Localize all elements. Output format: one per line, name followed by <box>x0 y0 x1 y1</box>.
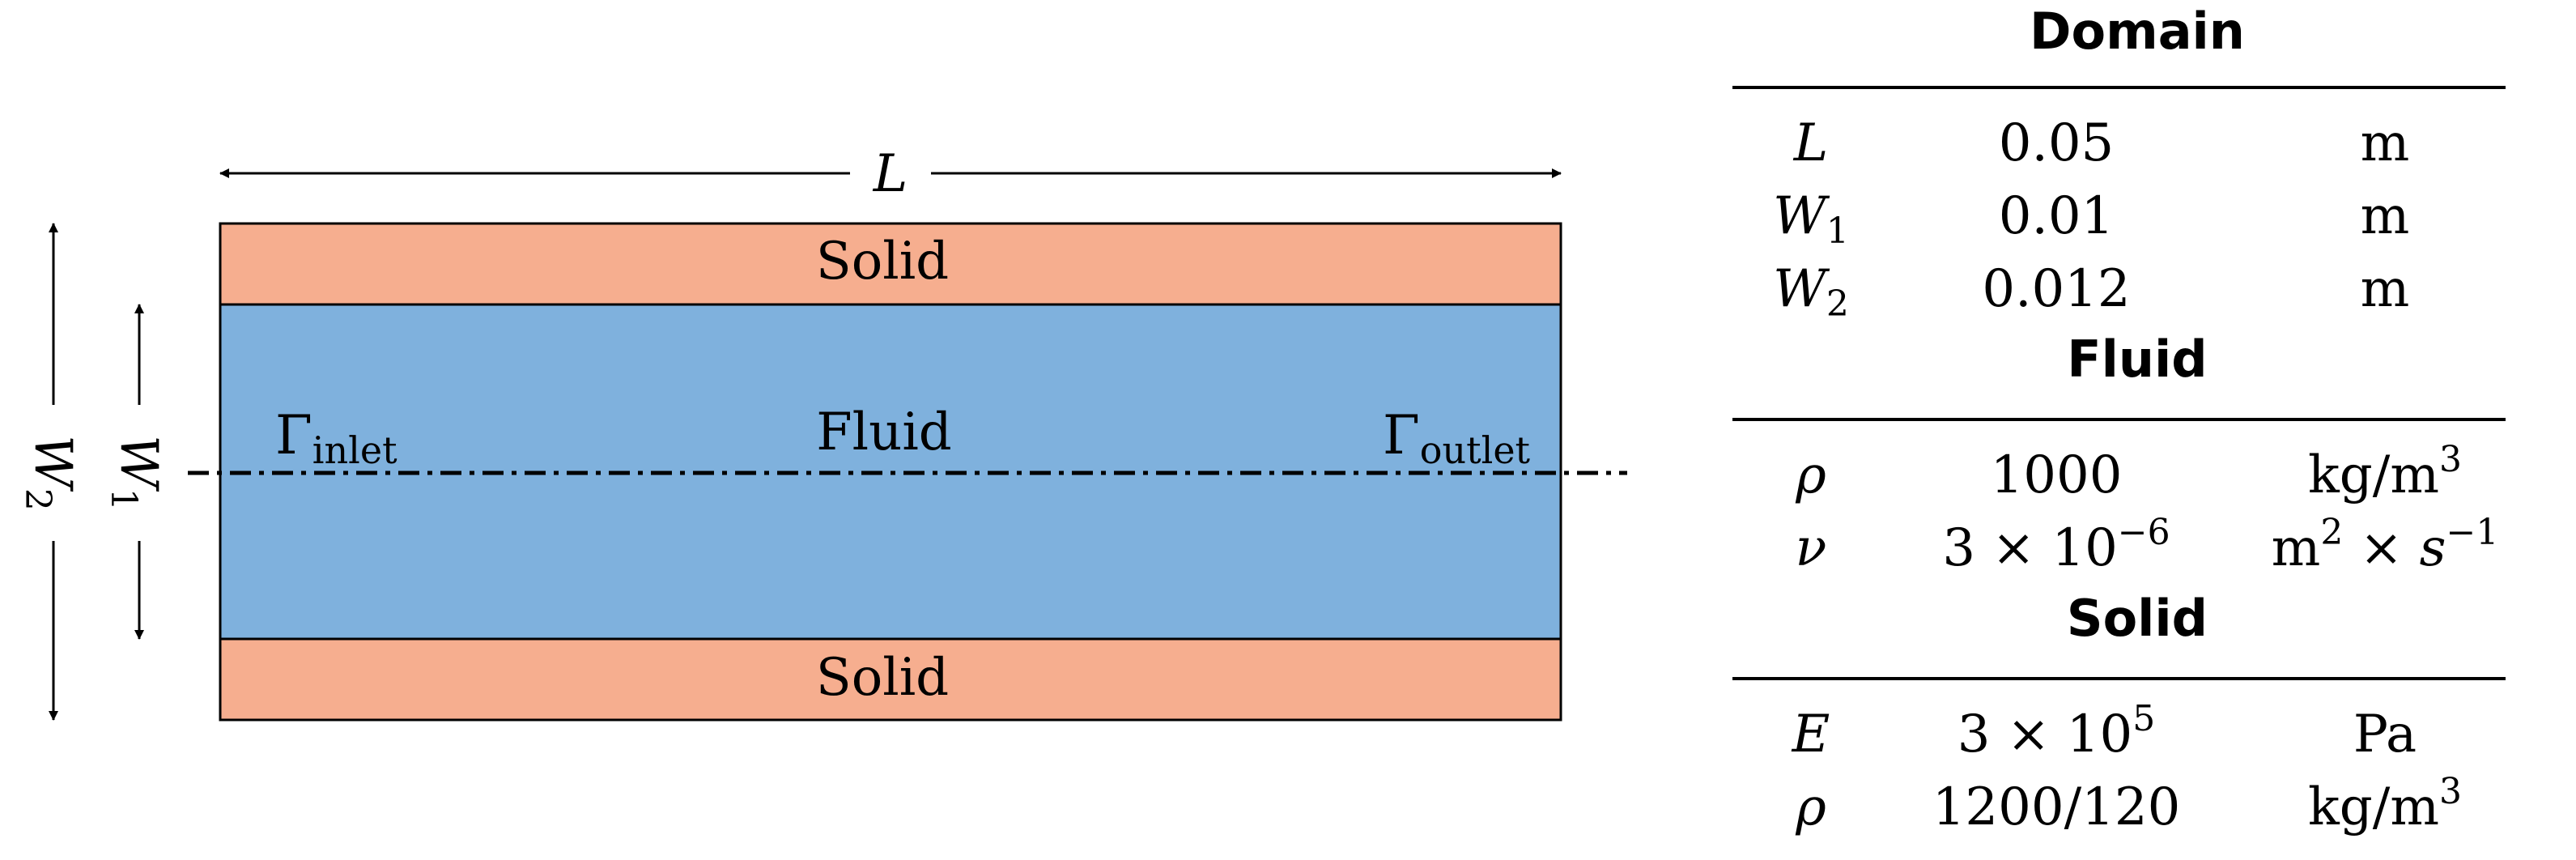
fluid-label: Fluid <box>816 402 952 462</box>
table-symbol-youngs-modulus: E <box>1792 705 1830 764</box>
table-unit-L: m <box>2361 113 2410 173</box>
table-value-W2: 0.012 <box>1982 259 2130 319</box>
table-value-youngs-modulus: 3 × 105 <box>1958 698 2155 764</box>
inlet-boundary-label: Γinlet <box>275 404 397 472</box>
bottom-solid-label: Solid <box>816 648 949 708</box>
table-value-fluid-density: 1000 <box>1991 445 2123 505</box>
table-unit-youngs-modulus: Pa <box>2353 705 2417 764</box>
table-value-W1: 0.01 <box>1999 186 2115 246</box>
table-symbol-W2: W2 <box>1773 259 1849 325</box>
table-section-title-fluid: Fluid <box>2067 330 2207 389</box>
table-value-viscosity: 3 × 10−6 <box>1942 512 2170 578</box>
table-unit-W1: m <box>2361 186 2410 246</box>
bottom-solid-region <box>219 637 1562 722</box>
table-section-title-domain: Domain <box>2030 2 2245 61</box>
table-symbol-viscosity: ν <box>1796 518 1827 578</box>
table-unit-fluid-density: kg/m3 <box>2308 439 2462 505</box>
table-section-title-solid: Solid <box>2067 589 2208 648</box>
table-unit-solid-density: kg/m3 <box>2308 771 2462 837</box>
table-symbol-W1: W1 <box>1773 186 1849 252</box>
table-value-L: 0.05 <box>1999 113 2115 173</box>
table-value-solid-density: 1200/120 <box>1932 777 2181 837</box>
table-unit-viscosity: m2 × s−1 <box>2272 512 2499 578</box>
w1-dimension-label: W1 <box>103 435 168 511</box>
table-symbol-solid-density: ρ <box>1795 777 1826 837</box>
parameter-table: Domain L 0.05 m W1 0.01 m W2 0.012 m Flu… <box>1732 2 2506 837</box>
w2-dimension-label: W2 <box>17 435 83 511</box>
length-dimension-label: L <box>873 144 908 204</box>
outlet-boundary-label: Γoutlet <box>1383 404 1531 472</box>
top-solid-region <box>219 222 1562 306</box>
table-symbol-L: L <box>1793 113 1829 173</box>
top-solid-label: Solid <box>816 232 949 292</box>
table-unit-W2: m <box>2361 259 2410 319</box>
table-symbol-fluid-density: ρ <box>1795 445 1826 505</box>
